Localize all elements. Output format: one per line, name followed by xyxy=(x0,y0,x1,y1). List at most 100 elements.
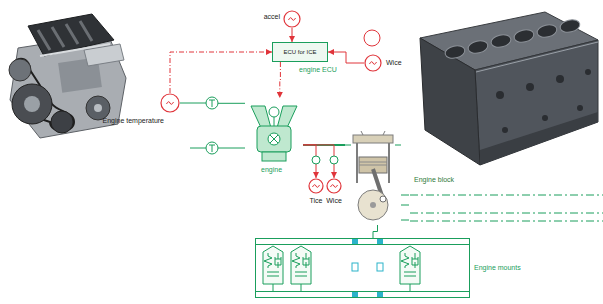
signal-source-outline xyxy=(161,94,179,112)
signal-name: Tice xyxy=(310,197,323,204)
mechanical-connector xyxy=(373,225,378,238)
engine-block-photo xyxy=(420,38,480,165)
engine-block-drawing-outline xyxy=(353,135,393,143)
engine-mounts-frame-outline xyxy=(412,253,418,268)
part-label: Engine block xyxy=(414,176,454,183)
engine-block-photo xyxy=(444,18,581,60)
signal-source: Wice xyxy=(364,54,382,72)
engine-block-drawing-outline xyxy=(380,196,386,202)
engine-mounts-frame-outline xyxy=(400,246,420,284)
shaft-lines xyxy=(410,195,603,221)
signal-source-outline xyxy=(284,11,300,27)
engine-block-drawing-outline xyxy=(345,135,410,225)
engine-mounts-frame-outline xyxy=(377,263,383,271)
signal-source: accel xyxy=(283,10,301,28)
engine-symbol-outline xyxy=(269,107,279,117)
engine-symbol-outline xyxy=(274,117,275,126)
engine-block-photo xyxy=(420,12,598,165)
engine-mounts-frame-outline xyxy=(401,253,409,268)
engine-mounts-frame-outline xyxy=(377,292,383,297)
engine-mounts-frame-outline xyxy=(256,239,470,245)
engine-block-drawing-outline xyxy=(361,131,385,135)
signal-sink: Wice xyxy=(326,178,342,194)
engine-symbol-outline xyxy=(245,98,303,164)
signal-source-outline xyxy=(370,62,377,65)
signal-source-outline xyxy=(289,18,296,21)
engine-photo xyxy=(86,96,110,120)
signal-source-outline xyxy=(283,10,301,28)
signal-source-outline xyxy=(365,55,381,71)
engine-mounts-frame-outline xyxy=(352,292,358,297)
temperature-sensor xyxy=(206,142,218,154)
engine-mounts-frame-outline xyxy=(256,292,470,298)
temperature-sensor xyxy=(209,100,215,107)
engine-block-drawing-outline xyxy=(359,162,387,165)
engine-block-photo xyxy=(526,83,534,91)
block-label: engine ECU xyxy=(299,66,337,73)
engine-block-photo xyxy=(480,112,598,165)
engine-mounts-frame-outline xyxy=(377,239,383,244)
engine-mounts-frame-outline xyxy=(291,246,311,284)
signal-name: accel xyxy=(264,13,280,20)
engine-block-photo xyxy=(559,18,581,34)
engine-mounts-frame-outline xyxy=(275,253,281,268)
temperature-sensor xyxy=(206,97,218,154)
engine-block-photo xyxy=(475,40,598,165)
engine-block-photo xyxy=(513,28,535,44)
engine-photo xyxy=(12,84,52,124)
engine-block-photo xyxy=(490,33,512,49)
signal-sink-outline xyxy=(313,185,320,188)
engine-symbol: engine xyxy=(245,98,303,164)
engine-symbol-outline xyxy=(257,126,291,152)
engine-mounts-frame-outline xyxy=(303,253,309,268)
engine-symbol-outline xyxy=(270,135,278,143)
shaft-sensor xyxy=(312,156,320,164)
signal-source: Engine temperature xyxy=(160,93,180,113)
shaft-lines xyxy=(410,221,603,222)
engine-photo xyxy=(24,96,40,112)
engine-mounts-frame-outline xyxy=(264,253,272,268)
signal-sink: Tice xyxy=(308,178,324,194)
engine-mounts-frame-outline xyxy=(295,272,307,291)
signal-name: Engine temperature xyxy=(103,117,164,124)
engine-mounts-frame-outline xyxy=(255,238,470,298)
signal-name: Wice xyxy=(326,197,342,204)
engine-block-photo xyxy=(585,69,591,75)
engine-block-photo xyxy=(496,91,504,99)
engine-mounts-frame-outline xyxy=(352,239,358,244)
engine-mounts-frame-outline xyxy=(263,246,283,284)
signal-source-outline xyxy=(364,54,382,72)
signal-sink-outline xyxy=(326,178,342,194)
signal-source-outline xyxy=(167,102,174,105)
engine-mounts-frame-outline xyxy=(267,272,279,291)
signal-connector xyxy=(279,62,281,98)
temperature-sensor xyxy=(209,145,215,152)
shaft-lines xyxy=(410,195,603,196)
shaft-sensor xyxy=(330,156,338,164)
engine-mounts-frame-outline xyxy=(256,244,470,292)
ecu-box: ECU for ICEengine ECU xyxy=(272,42,328,62)
signal-sink-outline xyxy=(308,178,324,194)
temperature-sensor xyxy=(206,97,218,109)
engine-mounts-frame: Engine mounts xyxy=(255,238,470,298)
signal-name: Wice xyxy=(386,59,402,66)
block-label: engine xyxy=(261,166,282,173)
signal-sink-outline xyxy=(331,185,338,188)
engine-block-drawing-outline xyxy=(370,202,376,208)
engine-block-photo xyxy=(542,115,548,121)
engine-block-drawing-outline xyxy=(345,145,409,220)
signal-connector xyxy=(328,52,364,63)
shaft-sensor xyxy=(312,156,338,164)
signal-sink-outline xyxy=(327,179,341,193)
engine-mounts-frame-outline xyxy=(404,272,416,291)
engine-photo xyxy=(40,44,110,56)
engine-mounts-frame-outline xyxy=(292,253,300,268)
engine-photo xyxy=(9,59,31,81)
engine-block-drawing: Engine block xyxy=(345,135,410,225)
signal-sink-outline xyxy=(309,179,323,193)
engine-mounts-frame-outline xyxy=(352,263,358,271)
part-label: Engine mounts xyxy=(474,264,521,271)
ecu-name: ECU for ICE xyxy=(283,49,316,55)
shaft-lines xyxy=(410,213,603,214)
